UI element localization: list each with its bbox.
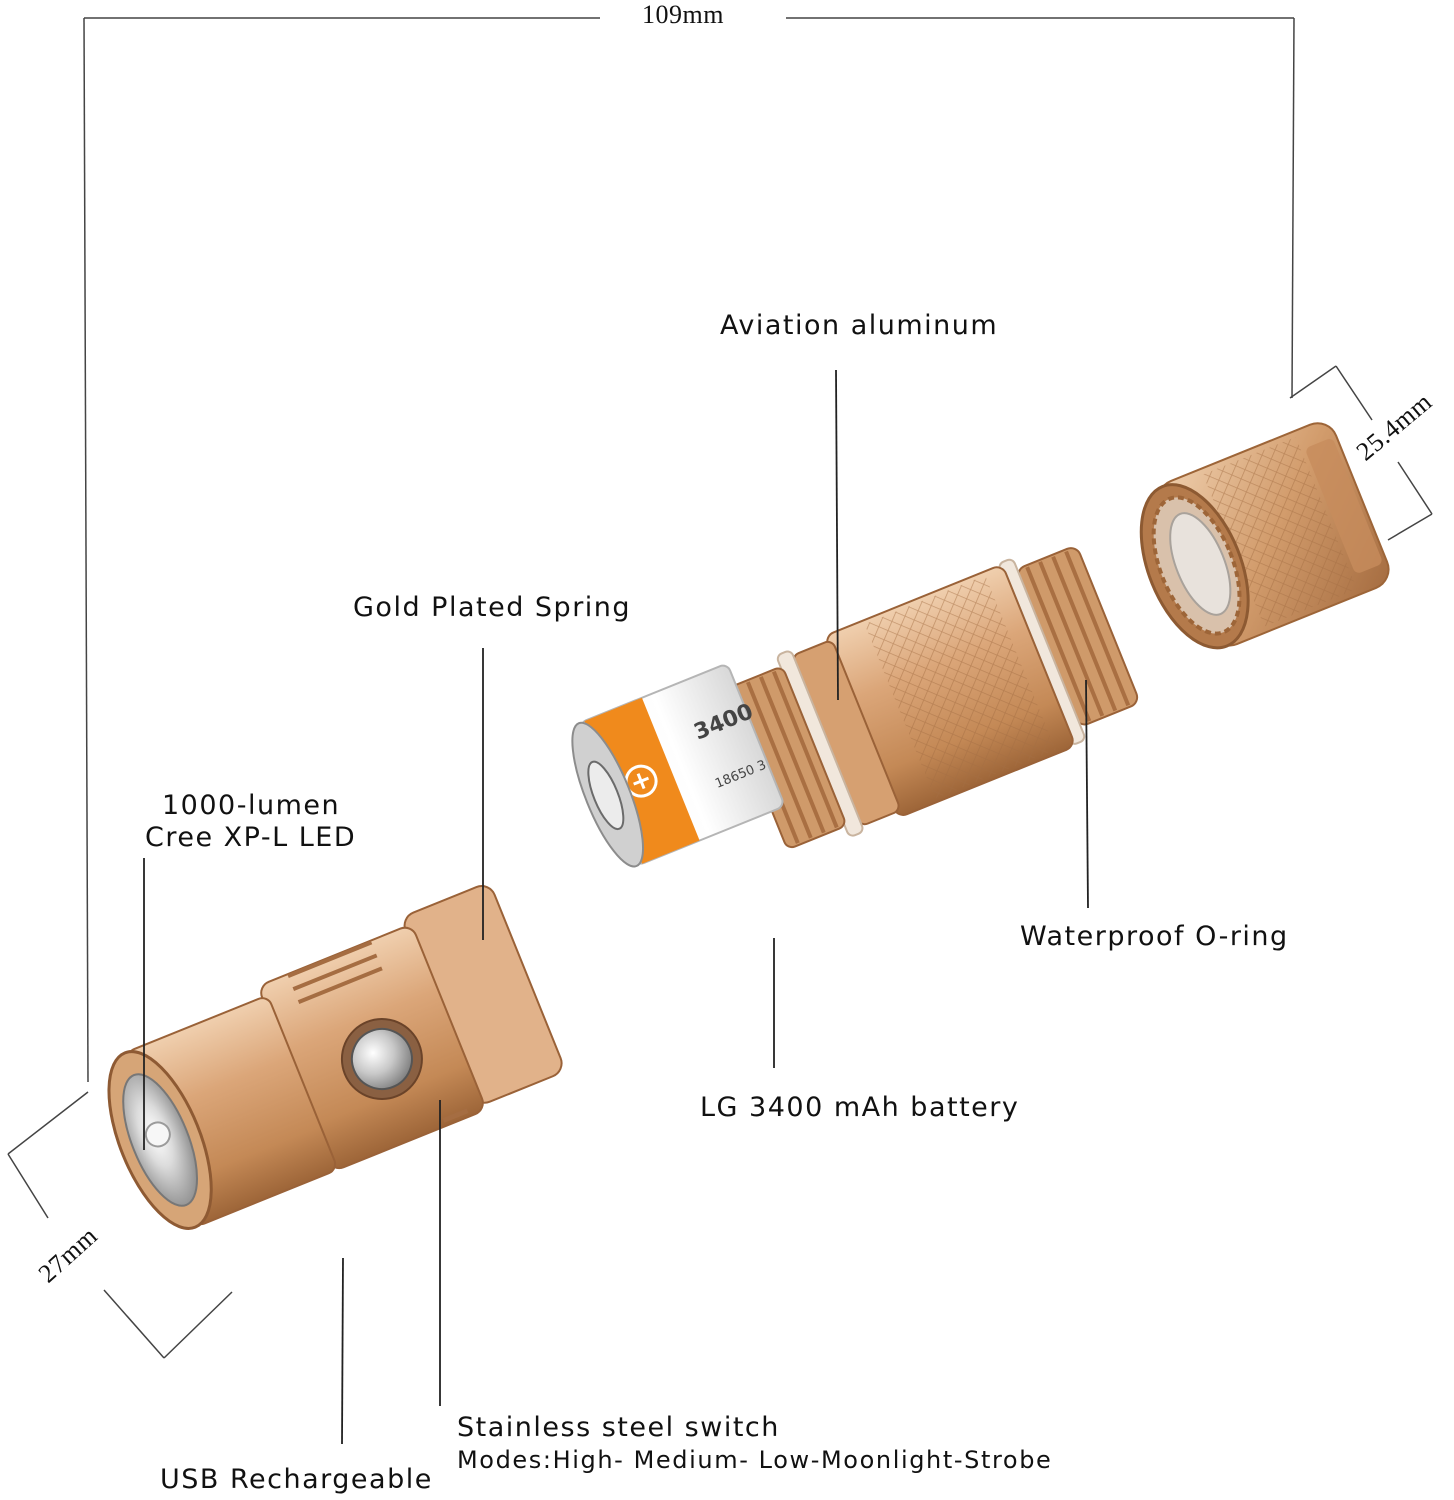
led-emitter — [144, 1121, 171, 1148]
label-battery: LG 3400 mAh battery — [700, 1092, 1020, 1123]
dimension-line-angled-upper — [7, 1153, 49, 1219]
dimension-tick-top — [1289, 365, 1337, 399]
leader-usb — [341, 1257, 344, 1445]
label-led-model: Cree XP-L LED — [145, 822, 357, 853]
flashlight-head — [107, 885, 563, 1230]
label-switch-modes: Modes:High- Medium- Low-Moonlight-Strobe — [457, 1446, 1053, 1474]
battery-tube — [724, 547, 1139, 849]
label-gold-plated-spring: Gold Plated Spring — [353, 592, 632, 623]
tube-thread-ridges-rear — [1025, 550, 1131, 722]
tail-cap — [1139, 422, 1390, 650]
usb-port-slot — [442, 1108, 469, 1123]
dimension-line-angled-top — [1335, 365, 1373, 421]
dimension-head-diameter — [7, 1091, 233, 1359]
leader-oring — [1085, 679, 1089, 909]
label-aviation-aluminum: Aviation aluminum — [720, 310, 999, 341]
dimension-line-left-down — [83, 17, 89, 1083]
dimension-tick-lower — [163, 1291, 233, 1359]
battery: 3400 18650 3 — [571, 664, 784, 868]
dimension-line-angled-lower — [103, 1289, 165, 1359]
dimension-line-right-down — [1291, 17, 1295, 399]
leader-lines — [143, 369, 1089, 1445]
tail-cap-inner — [1169, 512, 1232, 616]
tail-cap-flat — [1306, 439, 1382, 573]
label-overall-length: 109mm — [642, 0, 724, 29]
label-switch: Stainless steel switch — [457, 1412, 780, 1443]
tube-knurling — [864, 575, 1056, 799]
dimension-tick-upper — [7, 1091, 89, 1155]
dimension-overall-length — [83, 17, 1295, 1083]
battery-plus-sign — [633, 773, 650, 790]
label-waterproof-oring: Waterproof O-ring — [1020, 921, 1289, 952]
head-cooling-grooves — [287, 940, 383, 1004]
leader-aviation-aluminum — [835, 369, 839, 701]
dimension-line-angled-bottom — [1397, 461, 1433, 515]
dimension-tick-bottom — [1387, 513, 1433, 541]
switch-button — [350, 1028, 413, 1091]
battery-positive-cap — [587, 760, 625, 831]
dimension-tail-diameter — [1289, 365, 1433, 541]
label-led-lumen: 1000-lumen — [162, 790, 341, 821]
label-usb-rechargeable: USB Rechargeable — [160, 1464, 433, 1495]
tail-cap-knurling — [1202, 437, 1358, 627]
